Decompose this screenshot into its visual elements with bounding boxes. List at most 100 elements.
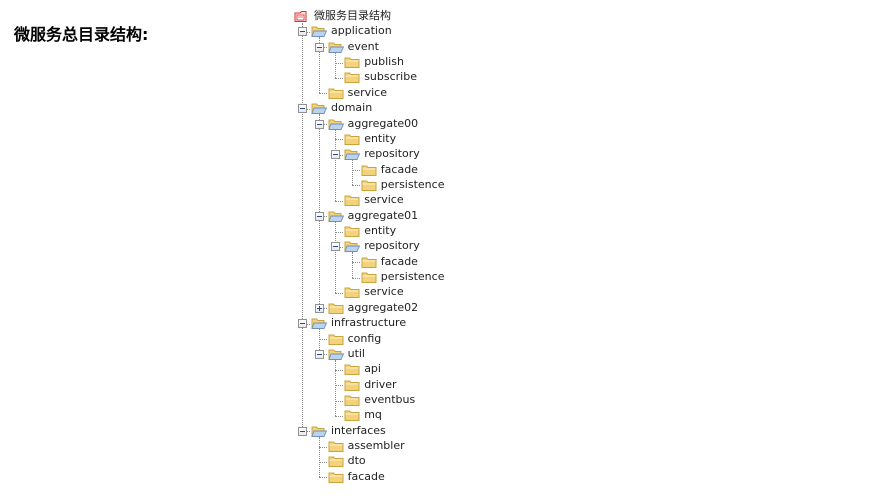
collapse-toggle-icon[interactable]	[298, 426, 307, 436]
collapse-toggle-icon[interactable]	[314, 349, 324, 359]
folder-icon	[328, 440, 346, 453]
tree-connector-horizontal	[318, 477, 327, 479]
tree-node-label: publish	[364, 55, 404, 69]
collapse-toggle-icon[interactable]	[331, 242, 341, 252]
collapse-toggle-icon[interactable]	[331, 150, 341, 160]
tree-root-label: 微服务目录结构	[314, 9, 391, 22]
tree-connector-vertical	[318, 329, 320, 355]
folder-icon	[328, 455, 346, 468]
tree-node-label: mq	[364, 408, 382, 422]
open-folder-icon	[344, 240, 362, 253]
folder-icon	[328, 302, 346, 315]
tree-connector-vertical	[335, 129, 337, 201]
tree-connector-vertical	[335, 52, 337, 78]
collapse-toggle-icon[interactable]	[314, 211, 324, 221]
tree-node-label: service	[364, 193, 404, 207]
tree-connector-horizontal	[351, 185, 360, 187]
tree-node-label: event	[347, 39, 379, 53]
tree-connector-vertical	[335, 359, 337, 416]
tree-connector-vertical	[318, 114, 320, 309]
folder-icon	[344, 379, 362, 392]
tree-node-label: persistence	[380, 270, 445, 284]
folder-icon	[361, 179, 379, 192]
folder-icon	[344, 194, 362, 207]
tree-connector-horizontal	[335, 292, 344, 294]
tree-connector-vertical	[335, 221, 337, 293]
folder-icon	[328, 333, 346, 346]
folder-icon	[344, 394, 362, 407]
tree-connector-horizontal	[335, 62, 344, 64]
tree-node-label: aggregate00	[347, 116, 419, 130]
folder-icon	[344, 286, 362, 299]
tree-node-label: persistence	[380, 177, 445, 191]
collapse-toggle-icon[interactable]	[314, 119, 324, 129]
tree-node-label: entity	[364, 131, 397, 145]
tree-connector-horizontal	[351, 262, 360, 264]
folder-icon	[344, 133, 362, 146]
collapse-toggle-icon[interactable]	[314, 42, 324, 52]
tree-connector-horizontal	[335, 400, 344, 402]
tree-node-label: domain	[331, 101, 373, 115]
tree-node-label: service	[347, 85, 387, 99]
folder-icon	[344, 225, 362, 238]
tree-connector-horizontal	[335, 415, 344, 417]
tree-connector-horizontal	[318, 339, 327, 341]
tree-node-label: repository	[364, 239, 420, 253]
open-folder-icon	[311, 317, 329, 330]
expand-toggle-icon[interactable]	[314, 303, 324, 313]
tree-node-label: entity	[364, 224, 397, 238]
tree-connector-horizontal	[318, 93, 327, 95]
folder-icon	[361, 164, 379, 177]
tree-connector-vertical	[318, 37, 320, 94]
page-title: 微服务总目录结构:	[14, 25, 149, 44]
tree-connector-horizontal	[335, 200, 344, 202]
tree-node-label: dto	[347, 454, 366, 468]
tree-node-label: api	[364, 362, 381, 376]
open-folder-icon	[311, 102, 329, 115]
folder-icon	[344, 363, 362, 376]
open-folder-icon	[311, 425, 329, 438]
tree-node-label: repository	[364, 147, 420, 161]
open-folder-icon	[344, 148, 362, 161]
tree-node-label: util	[347, 346, 365, 360]
tree-connector-vertical	[351, 252, 353, 278]
tree-node-label: application	[331, 24, 392, 38]
tree-node-label: facade	[380, 162, 418, 176]
tree-connector-horizontal	[318, 446, 327, 448]
folder-icon	[361, 256, 379, 269]
tree-connector-horizontal	[335, 231, 344, 233]
folder-icon	[328, 87, 346, 100]
open-folder-icon	[327, 210, 346, 223]
tree-node-label: driver	[364, 377, 397, 391]
open-folder-icon	[311, 25, 329, 38]
tree-node-label: eventbus	[364, 393, 416, 406]
open-folder-icon	[327, 118, 346, 131]
collapse-toggle-icon[interactable]	[298, 104, 307, 114]
collapse-toggle-icon[interactable]	[298, 27, 307, 37]
tree-node-label: aggregate01	[347, 208, 419, 222]
tree-connector-horizontal	[335, 77, 344, 79]
tree-connector-horizontal	[335, 369, 344, 371]
tree-node-label: infrastructure	[331, 316, 407, 330]
tree-node-label: facade	[347, 469, 385, 483]
open-folder-icon	[327, 41, 346, 54]
folder-icon	[344, 409, 362, 422]
tree-connector-horizontal	[318, 461, 327, 463]
folder-icon	[344, 71, 362, 84]
root-folder-icon	[294, 10, 312, 23]
folder-icon	[328, 471, 346, 484]
tree-node-label: config	[347, 331, 382, 345]
tree-node-label: facade	[380, 254, 418, 268]
folder-icon	[361, 271, 379, 284]
collapse-toggle-icon[interactable]	[298, 319, 307, 329]
folder-icon	[344, 56, 362, 69]
tree-node-label: subscribe	[364, 70, 417, 84]
tree-node-label: assembler	[347, 439, 405, 453]
tree-node-label: service	[364, 285, 404, 299]
tree-node-label: aggregate02	[347, 300, 419, 314]
tree-connector-horizontal	[335, 139, 344, 141]
tree-node-label: interfaces	[331, 423, 386, 437]
tree-connector-horizontal	[351, 277, 360, 279]
tree-connector-horizontal	[351, 170, 360, 172]
